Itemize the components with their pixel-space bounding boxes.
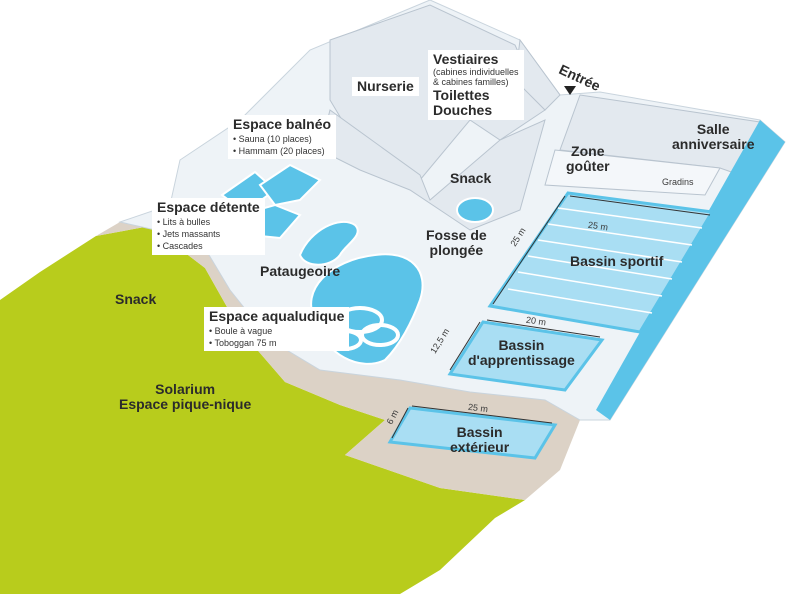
label-apprentissage-1: Bassin [498,337,545,353]
entrance-arrow-icon [564,86,576,95]
label-vestiaires-group: Vestiaires (cabines individuelles & cabi… [428,50,524,121]
label-espace-detente-group: Espace détente Lits à bulles Jets massan… [152,198,265,255]
label-bassin-sportif: Bassin sportif [570,253,664,269]
label-solarium-group: Solarium Espace pique-nique [119,381,252,413]
label-espace-balneo-group: Espace balnéo Sauna (10 places) Hammam (… [228,115,337,160]
label-bassin-exterieur-group: Bassin extérieur [450,424,510,456]
label-salle-group: Salle anniversaire [672,121,755,153]
label-apprentissage-2: d'apprentissage [468,352,575,369]
label-zone-2: goûter [566,158,610,175]
fosse-pool [456,197,494,223]
label-exterieur-1: Bassin [456,424,503,440]
label-zone-gouter-group: Zone goûter [566,143,610,175]
dimension-lines [391,195,711,439]
label-fosse-group: Fosse de plongée [426,227,487,259]
aqualudique-item-boule: Boule à vague [209,325,344,337]
label-espace-detente: Espace détente [157,199,260,215]
right-wall [596,120,785,420]
label-toilettes: Toilettes [433,86,490,103]
label-nurserie: Nurserie [352,77,419,97]
label-salle-2: anniversaire [672,136,755,153]
label-bassin-apprentissage-group: Bassin d'apprentissage [468,337,575,369]
label-solarium-1: Solarium [155,381,216,397]
label-snack-center: Snack [450,170,492,186]
label-solarium-2: Espace pique-nique [119,396,252,413]
detente-item-lits: Lits à bulles [157,216,260,228]
label-espace-balneo: Espace balnéo [233,116,332,132]
detente-item-cascades: Cascades [157,240,260,252]
balneo-item-sauna: Sauna (10 places) [233,133,331,145]
label-vestiaires-sub-2: & cabines familles) [433,77,509,88]
bassin-exterieur-pool [387,406,558,460]
label-douches: Douches [433,101,493,118]
bassin-sportif-pool [487,191,715,334]
bassin-apprentissage-pool [447,320,605,392]
lawn-area [0,226,525,594]
label-vestiaires-sub-1: (cabines individuelles [433,67,519,78]
label-espace-aqualudique-group: Espace aqualudique Boule à vague Tobogga… [204,307,350,352]
label-salle-1: Salle [696,121,730,137]
aqualudique-item-toboggan: Toboggan 75 m [209,337,344,349]
label-vestiaires: Vestiaires [433,51,499,67]
label-pataugeoire: Pataugeoire [260,263,341,279]
balneo-item-hammam: Hammam (20 places) [233,145,331,157]
label-snack-left: Snack [115,291,157,307]
lane-lines [507,207,703,314]
label-zone-1: Zone [571,143,605,159]
label-fosse-1: Fosse de [426,227,487,243]
label-exterieur-2: extérieur [450,439,510,456]
label-gradins: Gradins [662,177,694,187]
pataugeoire-pool [298,220,359,266]
label-espace-aqualudique: Espace aqualudique [209,308,345,324]
label-fosse-2: plongée [429,242,484,259]
detente-item-jets: Jets massants [157,228,260,240]
